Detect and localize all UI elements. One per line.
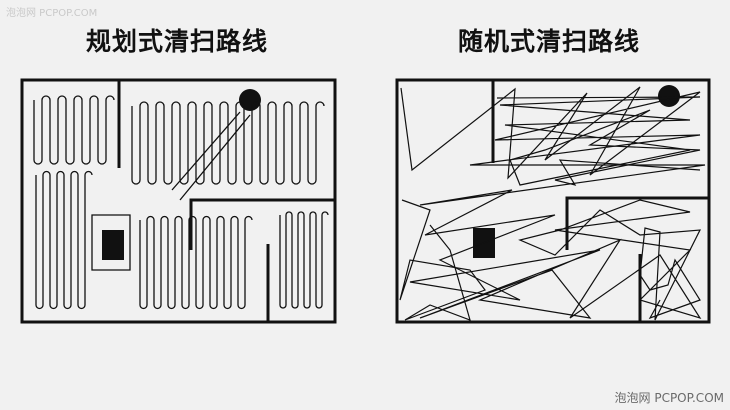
- planned-path-left-top: [33, 95, 115, 165]
- random-path-left: [399, 199, 486, 321]
- planned-path-left-bottom: [35, 170, 93, 310]
- random-room-outer-wall: [395, 78, 711, 324]
- watermark-bottom: 泡泡网 PCPOP.COM: [614, 391, 724, 405]
- random-robot: [658, 85, 680, 107]
- random-cleaning-path: [399, 86, 706, 321]
- planned-path-right-top: [131, 101, 325, 185]
- planned-robot: [239, 89, 261, 111]
- watermark-top: 泡泡网 PCPOP.COM: [6, 8, 98, 19]
- planned-path-middle-bottom: [139, 215, 253, 310]
- planned-panel: [20, 78, 337, 324]
- random-wall-corner: [565, 196, 709, 250]
- random-path-main: [400, 86, 706, 321]
- random-path-upper: [496, 96, 701, 186]
- random-panel: [395, 78, 711, 324]
- planned-path-obstacle-loop: [91, 214, 131, 271]
- random-route-title: 随机式清扫路线: [457, 27, 640, 56]
- planned-wall-corner: [189, 198, 335, 250]
- planned-path-right-bottom: [279, 211, 329, 309]
- planned-obstacle: [102, 230, 124, 260]
- planned-route-title: 规划式清扫路线: [85, 27, 268, 56]
- planned-path-transitions: [171, 111, 251, 201]
- planned-cleaning-path: [33, 95, 329, 310]
